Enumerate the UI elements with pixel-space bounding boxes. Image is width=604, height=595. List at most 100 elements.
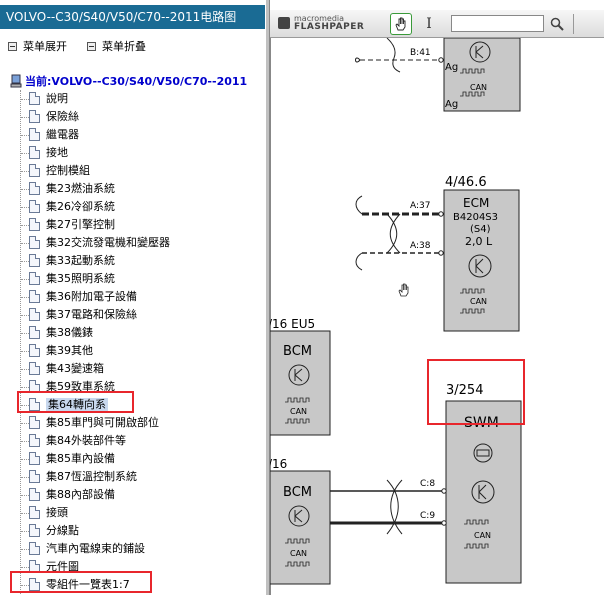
tree-item[interactable]: 集38儀錶 bbox=[0, 324, 265, 342]
document-icon bbox=[29, 164, 40, 177]
tree-item[interactable]: 說明 bbox=[0, 90, 265, 108]
document-icon bbox=[29, 218, 40, 231]
swm-ref-label: 3/254 bbox=[446, 383, 483, 398]
tree-item[interactable]: 集87恆溫控制系統 bbox=[0, 468, 265, 486]
ecm-a38-label: A:38 bbox=[410, 241, 431, 251]
swm-c8-label: C:8 bbox=[420, 479, 435, 489]
document-icon bbox=[29, 254, 40, 267]
document-icon bbox=[29, 488, 40, 501]
tree-item-label: 說明 bbox=[46, 92, 68, 105]
tree-item[interactable]: 接地 bbox=[0, 144, 265, 162]
highlight-box-swm bbox=[427, 359, 525, 425]
ecm-line3: (S4) bbox=[470, 224, 491, 235]
tree-item[interactable]: 集35照明系統 bbox=[0, 270, 265, 288]
document-icon bbox=[29, 434, 40, 447]
tree-item-label: 保險絲 bbox=[46, 110, 79, 123]
tree-item-label: 分線點 bbox=[46, 524, 79, 537]
document-icon bbox=[29, 272, 40, 285]
tree-item-label: 集87恆溫控制系統 bbox=[46, 470, 137, 483]
tree-item[interactable]: 繼電器 bbox=[0, 126, 265, 144]
document-icon bbox=[29, 182, 40, 195]
collapse-menu-button[interactable]: 菜单折叠 bbox=[87, 38, 146, 54]
tree-item[interactable]: 集36附加電子設備 bbox=[0, 288, 265, 306]
expand-menu-label: 菜单展开 bbox=[23, 40, 67, 53]
diagram-canvas[interactable]: Ag Ag CAN B:41 4/46.6 ECM B4204S3 (S4) 2… bbox=[270, 37, 604, 595]
bcm1-transistor-icon bbox=[288, 364, 310, 386]
tree-item-label: 集38儀錶 bbox=[46, 326, 93, 339]
tree-item[interactable]: 控制模組 bbox=[0, 162, 265, 180]
tree-item[interactable]: 分線點 bbox=[0, 522, 265, 540]
swm-box bbox=[445, 400, 522, 584]
document-icon bbox=[29, 92, 40, 105]
hand-tool-button[interactable] bbox=[390, 13, 412, 35]
tree-item[interactable]: 集37電路和保險絲 bbox=[0, 306, 265, 324]
tree-item[interactable]: 集59致車系統 bbox=[0, 378, 265, 396]
collapse-icon bbox=[87, 41, 96, 51]
swm-transistor-icon bbox=[471, 480, 495, 504]
tree-item[interactable]: 集32交流發電機和變壓器 bbox=[0, 234, 265, 252]
text-select-button[interactable]: I bbox=[422, 14, 436, 34]
tree-item-label: 元件圖 bbox=[46, 560, 79, 573]
tree-item[interactable]: 集85車門與可開啟部位 bbox=[0, 414, 265, 432]
document-icon bbox=[29, 290, 40, 303]
ecm-a37-label: A:37 bbox=[410, 201, 430, 211]
tree-item[interactable]: 元件圖 bbox=[0, 558, 265, 576]
tree-item-label: 集32交流發電機和變壓器 bbox=[46, 236, 170, 249]
tree-item-label: 集85車門與可開啟部位 bbox=[46, 416, 159, 429]
ecm-line4: 2,0 L bbox=[465, 235, 493, 248]
document-icon bbox=[29, 470, 40, 483]
document-icon bbox=[29, 326, 40, 339]
tree-item[interactable]: 汽車內電線束的鋪設 bbox=[0, 540, 265, 558]
tree-item-label: 集64轉向系 bbox=[46, 398, 108, 411]
search-input[interactable] bbox=[451, 15, 544, 32]
document-icon bbox=[29, 524, 40, 537]
collapse-menu-label: 菜单折叠 bbox=[102, 40, 146, 53]
ecm-transistor-icon bbox=[468, 254, 492, 278]
document-icon bbox=[29, 452, 40, 465]
tree-toolbar: 菜单展开 菜单折叠 bbox=[8, 38, 146, 54]
bcm2-transistor-icon bbox=[288, 505, 310, 527]
panel-splitter[interactable] bbox=[265, 0, 270, 595]
document-icon bbox=[29, 578, 40, 591]
document-icon bbox=[29, 506, 40, 519]
ecm-can-label: CAN bbox=[470, 297, 487, 306]
tree-item-label: 集85車內設備 bbox=[46, 452, 115, 465]
tree-item-label: 接頭 bbox=[46, 506, 68, 519]
tree-item[interactable]: 集43變速箱 bbox=[0, 360, 265, 378]
cursor-hand-icon bbox=[398, 283, 409, 297]
document-icon bbox=[29, 110, 40, 123]
bcm2-name: BCM bbox=[283, 485, 312, 500]
tree-item[interactable]: 零組件一覽表1:7 bbox=[0, 576, 265, 594]
tree-item[interactable]: 集84外裝部件等 bbox=[0, 432, 265, 450]
expand-menu-button[interactable]: 菜单展开 bbox=[8, 38, 67, 54]
brand-big: FLASHPAPER bbox=[294, 22, 365, 32]
tree-item-label: 集35照明系統 bbox=[46, 272, 115, 285]
computer-icon bbox=[10, 74, 22, 88]
search-button[interactable] bbox=[548, 15, 566, 33]
tree-root-label: 当前:VOLVO--C30/S40/V50/C70--2011 bbox=[25, 75, 248, 88]
tree-item[interactable]: 集39其他 bbox=[0, 342, 265, 360]
tree-item[interactable]: 集85車內設備 bbox=[0, 450, 265, 468]
tree-item[interactable]: 集26冷卻系統 bbox=[0, 198, 265, 216]
toolbar-separator bbox=[573, 14, 574, 34]
top-ag-label-1: Ag bbox=[445, 62, 458, 73]
flashpaper-logo: macromedia FLASHPAPER bbox=[278, 14, 364, 32]
document-icon bbox=[29, 200, 40, 213]
tree-item[interactable]: 集64轉向系 bbox=[0, 396, 265, 414]
top-can-label: CAN bbox=[470, 83, 487, 92]
brand-small: macromedia bbox=[294, 14, 345, 23]
bcm1-can-label: CAN bbox=[290, 407, 307, 416]
tree-item[interactable]: 接頭 bbox=[0, 504, 265, 522]
tree-item[interactable]: 集27引擎控制 bbox=[0, 216, 265, 234]
tree-item-label: 集36附加電子設備 bbox=[46, 290, 137, 303]
tree-item[interactable]: 保險絲 bbox=[0, 108, 265, 126]
tree-item[interactable]: 集88內部設備 bbox=[0, 486, 265, 504]
tree-item-label: 集43變速箱 bbox=[46, 362, 104, 375]
tree-root[interactable]: 当前:VOLVO--C30/S40/V50/C70--2011 bbox=[10, 73, 247, 89]
document-icon bbox=[29, 560, 40, 573]
document-icon bbox=[29, 146, 40, 159]
tree-item[interactable]: 集33起動系統 bbox=[0, 252, 265, 270]
bcm1-name: BCM bbox=[283, 344, 312, 359]
tree-item[interactable]: 集23燃油系統 bbox=[0, 180, 265, 198]
tree-item-label: 汽車內電線束的鋪設 bbox=[46, 542, 145, 555]
